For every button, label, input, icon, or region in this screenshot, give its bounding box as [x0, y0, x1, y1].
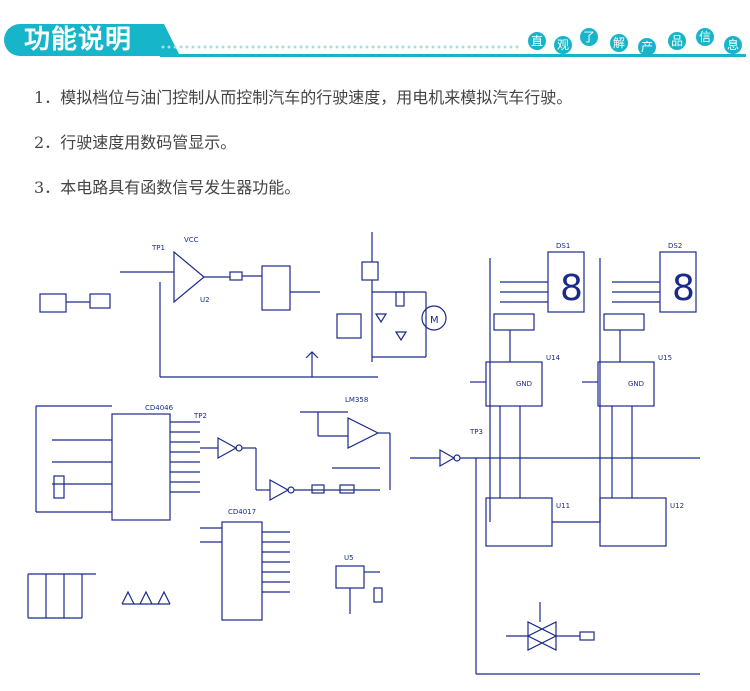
label-tp1: TP1 [151, 244, 165, 252]
section-header: 功能说明 直 观 了 解 产 品 信 息 [0, 0, 750, 62]
list-item: 2．行驶速度用数码管显示。 [34, 129, 236, 153]
slogan-char: 产 [638, 38, 656, 56]
resistor [229, 271, 243, 281]
label-u6: CD4017 [228, 508, 256, 516]
seg-digit: 8 [560, 268, 583, 309]
item-text: 行驶速度用数码管显示。 [60, 133, 237, 152]
label-u12: U12 [670, 502, 684, 510]
label-u15: U15 [658, 354, 672, 362]
motor-symbol [421, 305, 447, 331]
list-item: 1．模拟档位与油门控制从而控制汽车的行驶速度，用电机来模拟汽车行驶。 [34, 84, 572, 108]
label-u14: U14 [546, 354, 561, 362]
item-number: 2． [34, 133, 61, 152]
ic-cd4017 [221, 521, 263, 621]
label-vcc: VCC [184, 236, 199, 244]
slogan-char: 息 [724, 36, 742, 54]
slogan-char: 品 [668, 32, 686, 50]
label-u2: U2 [200, 296, 210, 304]
slogan-char: 解 [610, 34, 628, 52]
seg-digit: 8 [672, 268, 695, 309]
ic-u5 [335, 565, 365, 589]
label-u5: U5 [344, 554, 354, 562]
item-number: 1． [34, 88, 61, 107]
label-tp3: TP3 [469, 428, 483, 436]
ic-cd4046 [111, 413, 171, 521]
list-item: 3．本电路具有函数信号发生器功能。 [34, 174, 300, 198]
item-number: 3． [34, 178, 61, 197]
ic-u12 [599, 497, 667, 547]
label-gnd: GND [516, 380, 532, 388]
circuit-schematic: 8 8 VCC U2 CD4046 CD4017 U5 LM358 DS1 DS… [27, 232, 700, 675]
ic-u14 [485, 361, 543, 407]
label-tp2: TP2 [193, 412, 207, 420]
slogan-char: 观 [554, 36, 572, 54]
item-text: 本电路具有函数信号发生器功能。 [60, 178, 301, 197]
test-point-box [336, 313, 362, 339]
section-title: 功能说明 [24, 25, 133, 55]
title-underline [160, 54, 746, 57]
ic-u11 [485, 497, 553, 547]
slogan-char: 了 [580, 28, 598, 46]
slogan-char: 直 [528, 32, 546, 50]
label-ds2: DS2 [668, 242, 682, 250]
label-u4: CD4046 [145, 404, 174, 412]
title-tab [4, 24, 180, 56]
slogan-char: 信 [696, 28, 714, 46]
label-u11: U11 [556, 502, 570, 510]
opamp-symbol [173, 250, 205, 304]
label-gnd: GND [628, 380, 644, 388]
label-lm358: LM358 [345, 396, 368, 404]
ic-u15 [597, 361, 655, 407]
label-ds1: DS1 [556, 242, 570, 250]
opamp-lm358 [347, 417, 380, 449]
motor-label: M [430, 315, 439, 326]
item-text: 模拟档位与油门控制从而控制汽车的行驶速度，用电机来模拟汽车行驶。 [60, 88, 573, 107]
dotted-decoration [160, 44, 520, 50]
slogan-badges: 直 观 了 解 产 品 信 息 [528, 26, 746, 56]
ic-chip [261, 265, 291, 311]
mosfet [361, 261, 379, 281]
